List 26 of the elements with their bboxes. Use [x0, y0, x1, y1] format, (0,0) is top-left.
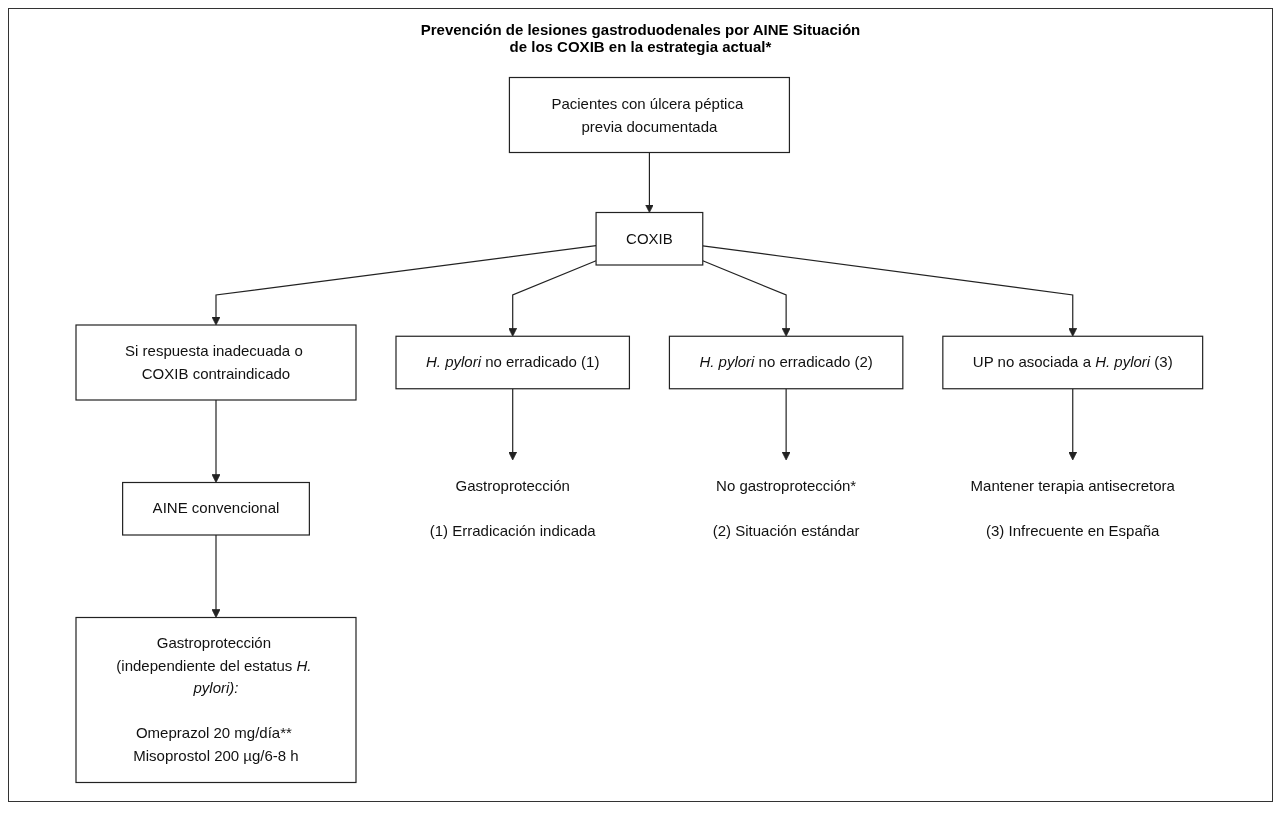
arrow [645, 151, 654, 213]
node-box [75, 616, 357, 784]
node-text: No gastroprotección* [716, 477, 857, 494]
arrow [702, 245, 1078, 337]
node-label: (2) Situación estándar [712, 522, 860, 539]
node-text: Mantener terapia antisecretora [970, 477, 1175, 494]
arrow [211, 399, 221, 483]
diagram-frame: Prevención de lesiones gastroduodenales por AINE Situación de los COXIB en la estrategia actual* Pacientes con úlcera péptica previa documentada COXIB Si respuesta inadecuada o COXIB contraindicado H. pylori no erradicado (1) H. pylori no erradicado (2) UP no asociada a H. pylori (3) AINE convencional Gastroprotección (1) Erradicación indicada No gastroprotección* (2) Situación estándar Mantener terapia antisecretora (3) Infrecuente en España Gastroprotección (independiente del estatus H. pylori): Omeprazol 20 mg/día** Misoprostol 200 µg/6-8 h [8, 8, 1273, 802]
node-text: Gastroprotección [455, 477, 570, 494]
node-box [595, 211, 704, 266]
arrow [211, 245, 597, 326]
arrow [508, 260, 597, 337]
arrow [508, 388, 518, 461]
node-box [122, 481, 311, 536]
node-label: (1) Erradicación indicada [429, 522, 596, 539]
arrow [211, 534, 221, 618]
node-box [508, 76, 791, 154]
diagram-title: Prevención de lesiones gastroduodenales por AINE Situación de los COXIB en la estrategia actual* [419, 21, 862, 55]
node-box [668, 335, 904, 390]
node-box [942, 335, 1204, 390]
arrow [1068, 388, 1078, 461]
node-box [75, 324, 357, 401]
arrow [781, 388, 791, 461]
node-label: (3) Infrecuente en España [986, 522, 1160, 539]
arrow [702, 260, 791, 337]
node-box [395, 335, 631, 390]
